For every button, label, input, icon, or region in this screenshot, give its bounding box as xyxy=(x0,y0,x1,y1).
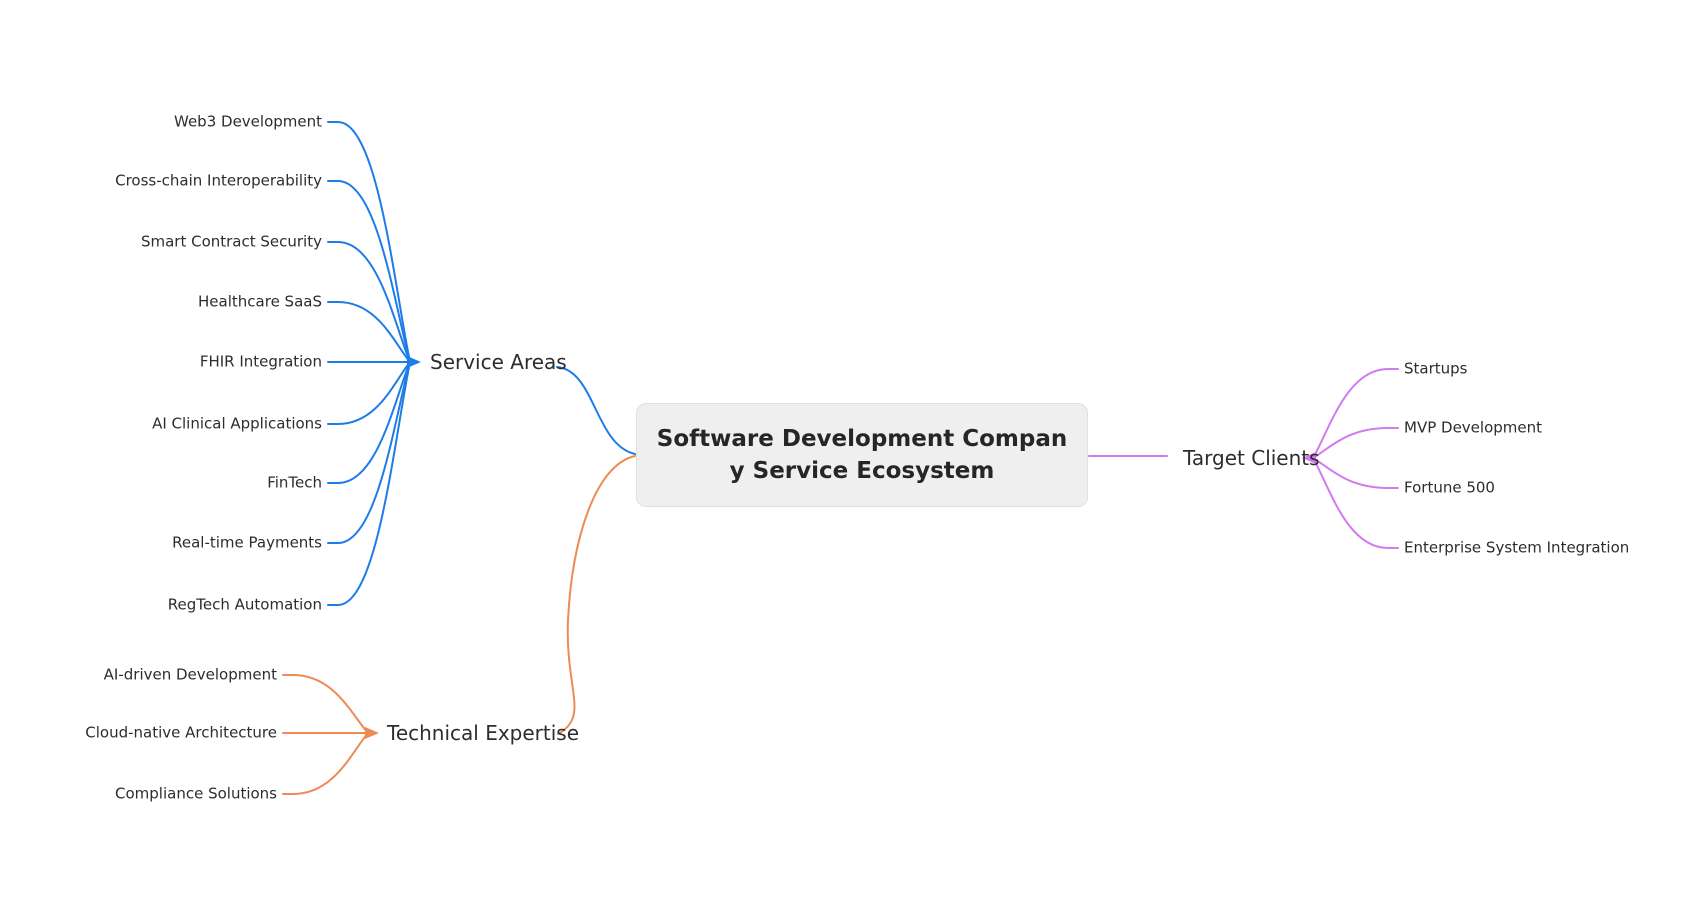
child-label-cross-chain-interoperability: Cross-chain Interoperability xyxy=(115,171,322,190)
child-link xyxy=(327,361,411,425)
root-node: Software Development Compan y Service Ec… xyxy=(636,403,1088,507)
child-label-startups: Startups xyxy=(1404,359,1468,378)
child-link xyxy=(1312,457,1399,489)
child-label-enterprise-system-integration: Enterprise System Integration xyxy=(1404,538,1630,557)
child-link xyxy=(282,674,369,734)
child-link xyxy=(327,180,411,363)
root-label-line-1: Software Development Compan xyxy=(656,426,1068,452)
branch-link xyxy=(557,455,636,735)
branch-link xyxy=(556,366,636,455)
branch-label-technical-expertise: Technical Expertise xyxy=(387,721,580,745)
child-link xyxy=(327,361,411,484)
child-label-regtech-automation: RegTech Automation xyxy=(167,595,322,614)
child-label-smart-contract-security: Smart Contract Security xyxy=(140,232,322,251)
child-label-cloud-native-architecture: Cloud-native Architecture xyxy=(85,723,277,742)
root-label-line-2: y Service Ecosystem xyxy=(729,458,995,484)
child-label-fortune-500: Fortune 500 xyxy=(1404,478,1495,497)
child-label-ai-clinical-applications: AI Clinical Applications xyxy=(152,414,322,433)
child-link xyxy=(1312,368,1399,459)
child-link xyxy=(327,301,411,363)
child-label-real-time-payments: Real-time Payments xyxy=(172,533,322,552)
branch-label-service-areas: Service Areas xyxy=(430,350,567,374)
child-label-mvp-development: MVP Development xyxy=(1404,418,1542,437)
child-link xyxy=(1312,427,1399,459)
child-link xyxy=(327,121,411,363)
child-label-ai-driven-development: AI-driven Development xyxy=(103,665,277,684)
child-link xyxy=(1312,457,1399,549)
child-link xyxy=(282,732,369,795)
child-label-healthcare-saas: Healthcare SaaS xyxy=(198,292,322,311)
child-link xyxy=(327,241,411,363)
branch-label-target-clients: Target Clients xyxy=(1183,446,1320,470)
child-link xyxy=(327,361,411,606)
child-label-compliance-solutions: Compliance Solutions xyxy=(115,784,277,803)
child-label-fhir-integration: FHIR Integration xyxy=(199,352,322,371)
child-label-fintech: FinTech xyxy=(267,473,322,492)
branch-arrow-icon xyxy=(407,356,421,368)
child-label-web3-development: Web3 Development xyxy=(174,112,322,131)
child-link xyxy=(327,361,411,544)
branch-arrow-icon xyxy=(365,727,379,739)
